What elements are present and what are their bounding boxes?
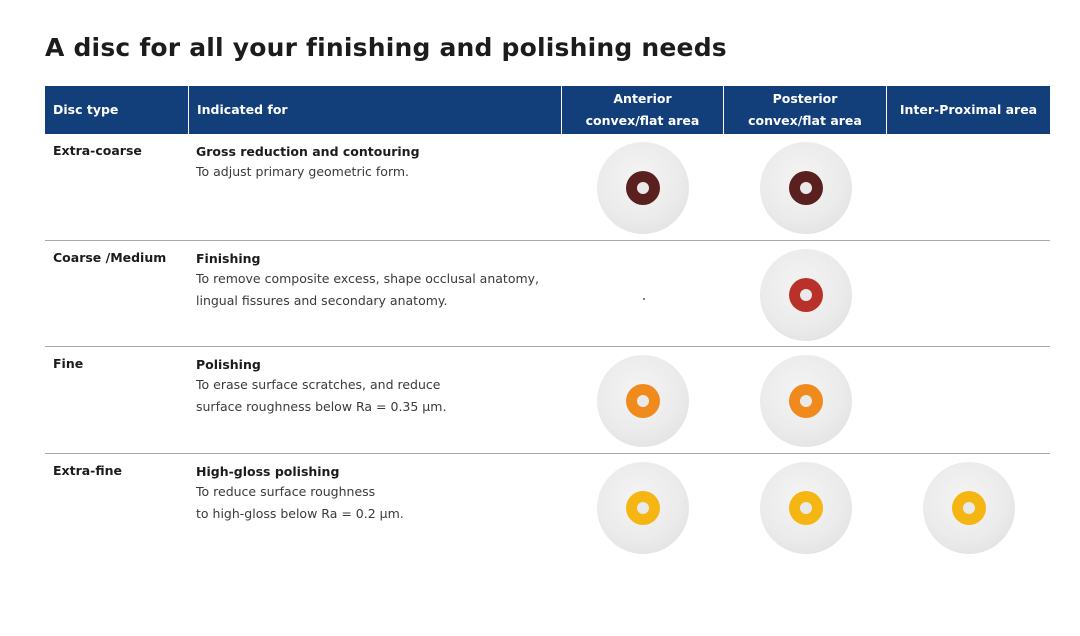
interproximal-cell [887,347,1050,453]
disc-center-ring [788,277,823,312]
table-row: Fine Polishing To erase surface scratches,… [45,347,1050,454]
indication-text: to high-gloss below Ra = 0.2 µm. [196,505,404,521]
polishing-disc-icon [759,248,852,341]
header-posterior-line2: convex/flat area [748,113,862,128]
posterior-cell [724,134,887,240]
header-indicated-for: Indicated for [189,86,562,134]
disc-center-ring [626,384,660,418]
polishing-disc-icon [597,461,689,554]
table-row: Extra-coarse Gross reduction and contouri… [45,134,1050,241]
polishing-disc-icon [759,355,852,447]
header-interproximal: Inter-Proximal area [887,86,1050,134]
disc-center-hole [962,501,975,514]
interproximal-cell [887,241,1050,347]
indication-text: To adjust primary geometric form. [196,164,410,179]
header-anterior-line2: convex/flat area [585,113,700,128]
header-anterior-line1: Anterior [613,91,672,106]
interproximal-cell [887,134,1050,240]
stray-dot [643,297,645,300]
disc-center-ring [626,490,660,525]
header-posterior: Posterior convex/flat area [724,86,887,134]
indication-cell: Finishing To remove composite excess, sha… [189,241,562,347]
disc-type-label: Coarse /Medium [53,249,167,265]
table-body: Extra-coarse Gross reduction and contouri… [45,134,1050,560]
anterior-cell [562,241,724,347]
indication-text: surface roughness below Ra = 0.35 µm. [196,399,447,414]
table-row: Coarse /Medium Finishing To remove composi… [45,241,1050,347]
anterior-cell [562,347,724,453]
disc-center-ring [951,490,986,525]
header-interproximal-label: Inter-Proximal area [899,102,1038,117]
indication-text: To remove composite excess, shape occlus… [196,270,540,286]
disc-center-ring [626,171,660,205]
page-title: A disc for all your finishing and polish… [45,33,727,62]
disc-center-hole [799,182,812,194]
posterior-cell [724,454,887,561]
polishing-disc-icon [597,142,689,234]
indication-title: Polishing [196,357,261,372]
disc-center-ring [788,490,823,525]
polishing-disc-icon [922,461,1015,554]
indication-text: To erase surface scratches, and reduce [196,377,441,392]
disc-center-ring [788,384,823,418]
indication-title: High-gloss polishing [196,463,340,479]
posterior-cell [724,241,887,347]
polishing-disc-icon [597,355,689,447]
posterior-cell [724,347,887,453]
interproximal-cell [887,454,1050,561]
disc-type-label: Extra-fine [53,462,123,478]
indication-text: To reduce surface roughness [196,483,376,499]
table-row: Extra-fine High-gloss polishing To reduce … [45,454,1050,561]
disc-center-hole [637,501,649,514]
anterior-cell [562,454,724,561]
header-disc-type: Disc type [45,86,189,134]
disc-center-hole [637,395,649,407]
table-header: Disc type Indicated for Anterior convex/… [45,86,1050,134]
anterior-cell [562,134,724,240]
header-anterior: Anterior convex/flat area [562,86,724,134]
disc-center-hole [799,395,812,407]
indication-text: lingual fissures and secondary anatomy. [196,292,448,308]
indication-title: Finishing [196,250,261,266]
indication-cell: High-gloss polishing To reduce surface ro… [189,454,562,561]
disc-comparison-table: Disc type Indicated for Anterior convex/… [45,86,1050,560]
disc-center-hole [637,182,649,194]
indication-cell: Gross reduction and contouring To adjust … [189,134,562,240]
header-posterior-line1: Posterior [772,91,838,106]
indication-title: Gross reduction and contouring [196,144,420,159]
disc-type-label: Extra-coarse [53,143,142,158]
disc-type-label: Fine [53,356,84,371]
disc-center-hole [799,501,812,514]
disc-center-hole [799,288,812,301]
polishing-disc-icon [759,142,852,234]
indication-cell: Polishing To erase surface scratches, and… [189,347,562,453]
polishing-disc-icon [759,461,852,554]
disc-center-ring [788,171,823,205]
